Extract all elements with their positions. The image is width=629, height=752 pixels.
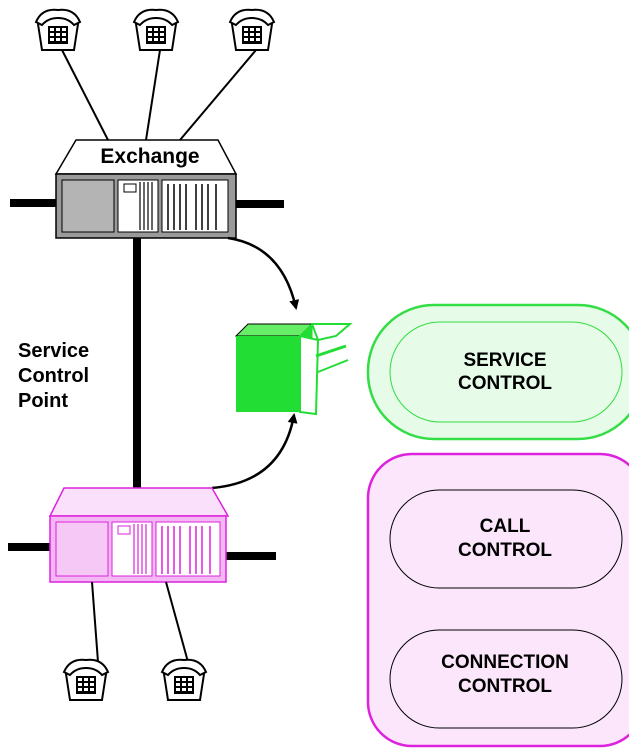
telephone-icon [229,8,275,51]
phone-wire [61,49,109,141]
phone-wire [179,49,257,141]
exchange-label: Exchange [100,145,199,168]
telephone-icon [133,8,179,51]
svg-text:Service: Service [18,340,89,362]
connection-control-block: CONNECTION CONTROL [389,629,623,729]
telephone-icon [161,658,207,701]
call-control-label-2: CONTROL [458,540,552,561]
connection-control-label: CONNECTION [441,652,569,673]
telephone-icon [35,8,81,51]
service-control-box-icon [234,322,353,416]
bottom-phones [63,581,207,701]
connection-control-label-2: CONTROL [458,676,552,697]
call-control-label: CALL [480,516,531,537]
local-switch-equipment [8,487,276,583]
phone-wire [91,581,99,663]
svg-text:Control: Control [18,365,89,387]
svg-text:Point: Point [18,390,68,412]
call-control-block: CALL CONTROL [389,489,623,589]
call-connection-panel: CALL CONTROL CONNECTION CONTROL [366,452,629,748]
service-control-panel: SERVICE CONTROL [366,303,629,441]
phone-wire [145,49,161,141]
service-control-label-2: CONTROL [458,373,552,394]
service-control-point-label: Service Control Point [18,340,89,412]
telephone-icon [63,658,109,701]
service-control-label: SERVICE [463,350,546,371]
arrow-switch-to-scp [211,413,298,490]
arrow-exchange-to-scp [227,236,300,310]
top-phones [35,8,275,141]
phone-wire [165,581,189,663]
exchange-equipment: Exchange [10,139,284,239]
